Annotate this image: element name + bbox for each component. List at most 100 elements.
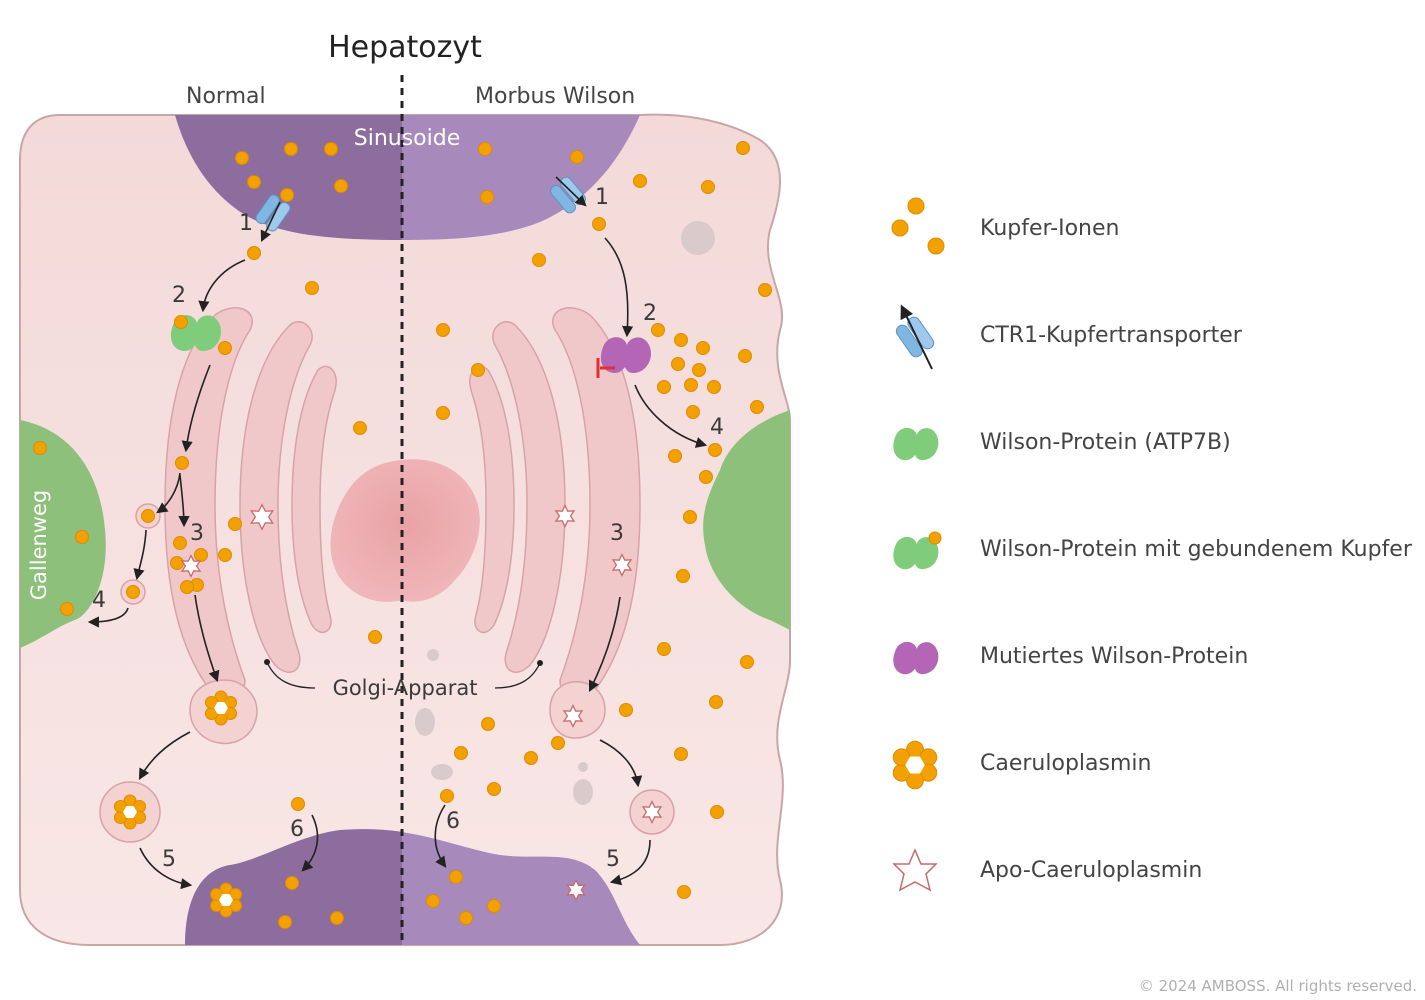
apo-caeruloplasmin bbox=[554, 504, 576, 528]
copper-ion bbox=[454, 746, 468, 760]
legend-label: CTR1-Kupfertransporter bbox=[980, 323, 1242, 348]
copper-ion bbox=[657, 642, 671, 656]
copper-ion bbox=[750, 400, 764, 414]
copper-ion bbox=[487, 899, 501, 913]
copper-ion bbox=[459, 911, 473, 925]
caeruloplasmin-group bbox=[113, 503, 663, 918]
copper-ion bbox=[570, 150, 584, 164]
copper-ion bbox=[707, 380, 721, 394]
copyright: © 2024 AMBOSS. All rights reserved. bbox=[1138, 977, 1417, 995]
wilson-protein-icon bbox=[893, 427, 939, 461]
copper-ion bbox=[674, 333, 688, 347]
apo-caeruloplasmin-icon bbox=[892, 848, 938, 892]
step-2-wilson: 2 bbox=[643, 301, 657, 326]
step-6-normal: 6 bbox=[290, 817, 304, 842]
step-5-wilson: 5 bbox=[606, 847, 620, 872]
copper-ion bbox=[683, 510, 697, 524]
caeruloplasmin bbox=[892, 740, 938, 790]
copper-ion bbox=[235, 151, 249, 165]
legend-item: Wilson-Protein mit gebundenem Kupfer bbox=[880, 511, 1420, 618]
step-3-normal: 3 bbox=[190, 521, 204, 546]
mutated-wilson-protein-icon bbox=[893, 641, 939, 675]
caeruloplasmin bbox=[113, 794, 147, 830]
golgi-leader-lines bbox=[266, 661, 541, 689]
legend-item: Wilson-Protein (ATP7B) bbox=[880, 404, 1420, 511]
mutated-wilson-protein bbox=[600, 337, 652, 373]
copper-ion bbox=[524, 751, 538, 765]
copper-ion bbox=[481, 717, 495, 731]
copper-ion bbox=[684, 378, 698, 392]
copper-ion bbox=[280, 188, 294, 202]
copper-ion bbox=[651, 323, 665, 337]
copper-ion bbox=[696, 341, 710, 355]
copper-ion bbox=[449, 870, 463, 884]
copper-ion bbox=[478, 142, 492, 156]
copper-ion bbox=[487, 782, 501, 796]
copper-ion bbox=[657, 380, 671, 394]
copper-ion bbox=[551, 736, 565, 750]
legend-item: CTR1-Kupfertransporter bbox=[880, 297, 1420, 404]
step-3-wilson: 3 bbox=[610, 521, 624, 546]
copper-ion bbox=[173, 536, 187, 550]
copper-ion bbox=[324, 142, 338, 156]
nucleus bbox=[330, 459, 480, 602]
step-4-wilson: 4 bbox=[710, 415, 724, 440]
copper-ion bbox=[228, 517, 242, 531]
copper-deposits bbox=[415, 221, 715, 805]
legend: Kupfer-Ionen CTR1-Kupfertransporter Wils… bbox=[880, 190, 1420, 939]
legend-label: Mutiertes Wilson-Protein bbox=[980, 644, 1249, 669]
step-1-wilson: 1 bbox=[595, 185, 609, 210]
copper-ion bbox=[740, 655, 754, 669]
copper-ion bbox=[436, 323, 450, 337]
copper-ion bbox=[126, 585, 140, 599]
golgi-apparatus bbox=[164, 307, 641, 700]
bile-duct-label: Gallenweg bbox=[27, 490, 51, 600]
copper-ion bbox=[686, 405, 700, 419]
page-title: Hepatozyt bbox=[328, 30, 482, 65]
legend-item: Mutiertes Wilson-Protein bbox=[880, 618, 1420, 725]
apo-caeruloplasmin bbox=[562, 704, 584, 728]
copper-ion bbox=[180, 580, 194, 594]
step-5-normal: 5 bbox=[162, 847, 176, 872]
copper-ion bbox=[305, 281, 319, 295]
copper-ion bbox=[75, 530, 89, 544]
copper-ion bbox=[174, 315, 188, 329]
copper-ion bbox=[278, 915, 292, 929]
copper-ion bbox=[60, 602, 74, 616]
wilson-protein-copper-icon bbox=[893, 531, 942, 570]
copper-ion bbox=[436, 406, 450, 420]
copper-ion bbox=[247, 175, 261, 189]
copper-ion bbox=[426, 894, 440, 908]
copper-ion bbox=[692, 363, 706, 377]
legend-item: Kupfer-Ionen bbox=[880, 190, 1420, 297]
copper-ion bbox=[218, 548, 232, 562]
apo-caeruloplasmin bbox=[180, 554, 202, 578]
column-title-normal: Normal bbox=[186, 84, 266, 109]
copper-ion bbox=[330, 911, 344, 925]
sinusoid-label: Sinusoide bbox=[354, 126, 461, 151]
caeruloplasmin bbox=[209, 882, 243, 918]
copper-ion bbox=[247, 246, 261, 260]
column-title-wilson: Morbus Wilson bbox=[475, 84, 636, 109]
copper-ion bbox=[676, 569, 690, 583]
copper-ion bbox=[334, 179, 348, 193]
copper-ion bbox=[175, 456, 189, 470]
copper-ion bbox=[141, 509, 155, 523]
copper-ion bbox=[674, 747, 688, 761]
step-1-normal: 1 bbox=[239, 211, 253, 236]
legend-item: Apo-Caeruloplasmin bbox=[880, 832, 1420, 939]
copper-ion bbox=[633, 174, 647, 188]
legend-label: Wilson-Protein mit gebundenem Kupfer bbox=[980, 537, 1412, 562]
copper-ion bbox=[368, 630, 382, 644]
legend-item: Caeruloplasmin bbox=[880, 725, 1420, 832]
copper-ion bbox=[668, 449, 682, 463]
copper-ion bbox=[170, 556, 184, 570]
copper-ion bbox=[710, 805, 724, 819]
golgi-label: Golgi-Apparat bbox=[333, 676, 478, 700]
sinusoid-top-normal bbox=[175, 115, 402, 240]
copper-ion bbox=[699, 470, 713, 484]
copper-ion bbox=[738, 349, 752, 363]
copper-ion bbox=[285, 876, 299, 890]
apo-caeruloplasmin bbox=[250, 503, 274, 531]
